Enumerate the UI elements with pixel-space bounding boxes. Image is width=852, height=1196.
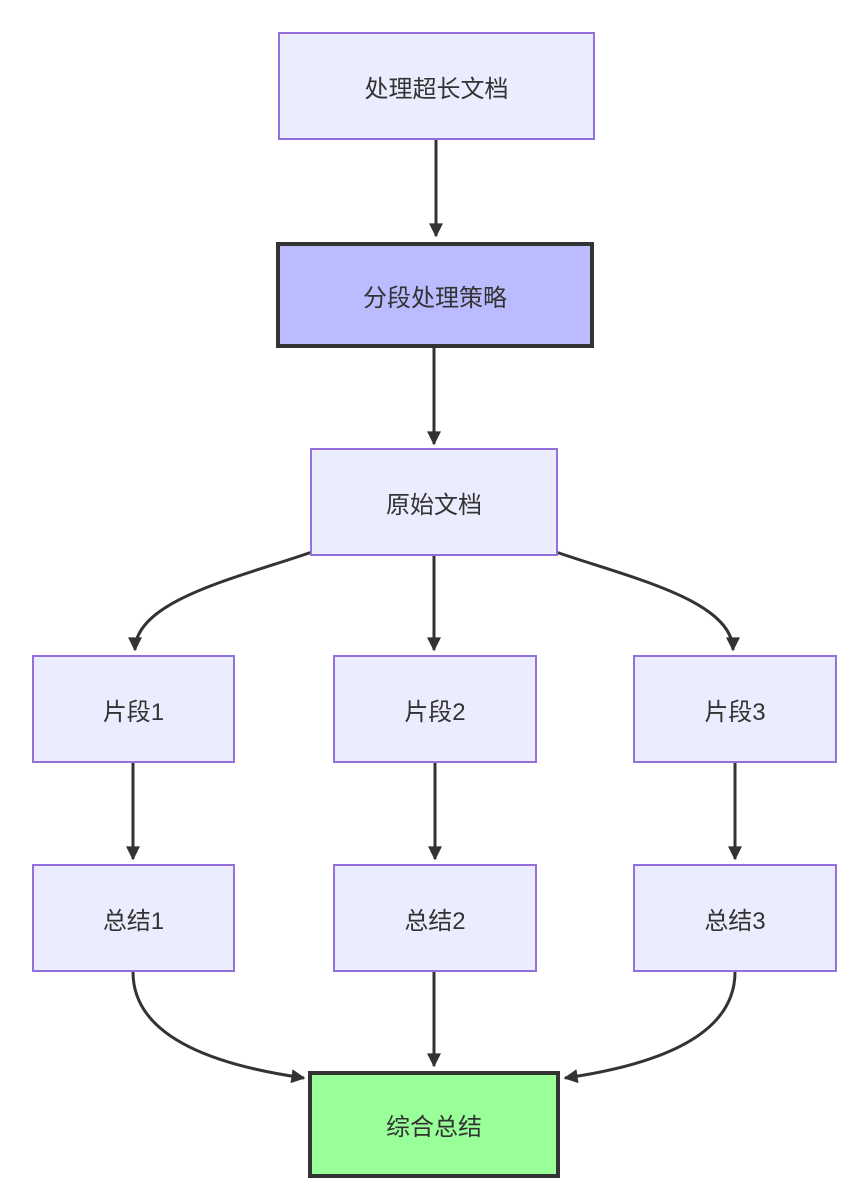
node-summary-3-label: 总结3 (704, 907, 766, 935)
node-fragment-2-label: 片段2 (404, 698, 466, 726)
node-final-summary: 综合总结 (308, 1071, 560, 1178)
node-original-doc: 原始文档 (310, 448, 558, 556)
node-process-long-doc: 处理超长文档 (278, 32, 595, 140)
node-summary-2-label: 总结2 (404, 907, 466, 935)
node-original-doc-label: 原始文档 (386, 491, 482, 519)
node-summary-1-label: 总结1 (102, 907, 165, 935)
node-summary-1: 总结1 (32, 864, 235, 972)
node-final-summary-label: 综合总结 (386, 1114, 482, 1141)
node-fragment-3-label: 片段3 (704, 698, 766, 726)
node-segment-strategy: 分段处理策略 (276, 242, 594, 348)
node-process-long-doc-label: 处理超长文档 (364, 75, 509, 103)
node-summary-2: 总结2 (333, 864, 537, 972)
node-summary-3: 总结3 (633, 864, 837, 972)
edge-c-to-fragment-3 (555, 550, 740, 652)
node-segment-strategy-label: 分段处理策略 (363, 284, 507, 312)
node-fragment-2: 片段2 (333, 655, 537, 763)
node-fragment-1: 片段1 (32, 655, 235, 763)
node-fragment-3: 片段3 (633, 655, 837, 763)
edge-summary-3-to-final (563, 971, 737, 1084)
edge-summary-1-to-final (131, 971, 306, 1084)
edge-c-to-fragment-1 (128, 550, 313, 652)
node-fragment-1-label: 片段1 (102, 698, 165, 726)
